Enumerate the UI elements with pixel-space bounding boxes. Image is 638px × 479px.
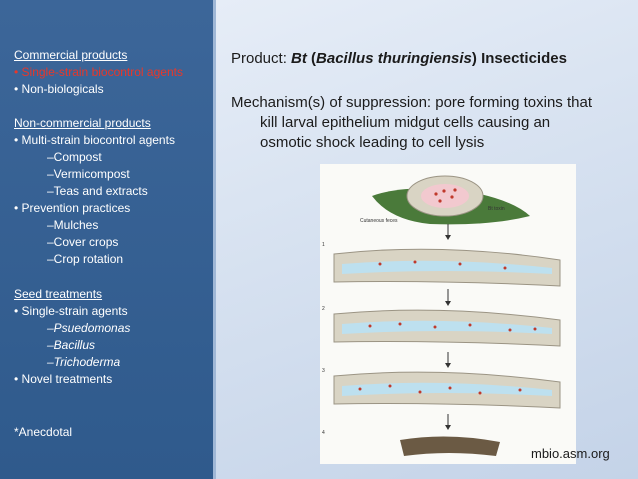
step-4-label: 4 bbox=[322, 430, 325, 436]
product-label: Product: bbox=[231, 50, 292, 67]
larva-infection-diagram: Bt toxin Cutaneous feces bbox=[320, 164, 576, 464]
mechanism-line-2: kill larval epithelium midgut cells caus… bbox=[260, 114, 551, 131]
product-paren: ( bbox=[306, 50, 317, 67]
feces-label: Cutaneous feces bbox=[360, 218, 398, 224]
vermicompost-item: –Vermicompost bbox=[47, 167, 130, 181]
mulches-item: –Mulches bbox=[47, 218, 99, 232]
seed-treatments-heading[interactable]: Seed treatments bbox=[14, 287, 103, 301]
bacillus-item: –Bacillus bbox=[47, 338, 96, 352]
novel-treatments-item: • Novel treatments bbox=[14, 372, 113, 386]
larva-stage-2 bbox=[333, 309, 561, 347]
cover-crops-item: –Cover crops bbox=[47, 235, 119, 249]
larva-stage-1 bbox=[333, 248, 561, 287]
teas-extracts-item: –Teas and extracts bbox=[47, 184, 148, 198]
multi-strain-item: • Multi-strain biocontrol agents bbox=[14, 133, 175, 147]
non-biologicals-item: • Non-biologicals bbox=[14, 82, 104, 96]
mechanism-line-1: Mechanism(s) of suppression: pore formin… bbox=[231, 94, 592, 111]
mechanism-line-3: osmotic shock leading to cell lysis bbox=[260, 134, 485, 151]
product-rest: ) Insecticides bbox=[471, 50, 567, 67]
step-3-label: 3 bbox=[322, 368, 325, 374]
sidebar-divider bbox=[213, 0, 216, 479]
sidebar-panel bbox=[0, 0, 213, 479]
product-name: Bt (Bacillus thuringiensis) Insecticides bbox=[291, 50, 567, 67]
step-2-label: 2 bbox=[322, 306, 325, 312]
source-credit: mbio.asm.org bbox=[531, 446, 610, 461]
trichoderma-item: –Trichoderma bbox=[47, 355, 121, 369]
dead-larva bbox=[400, 436, 500, 456]
non-commercial-products-heading[interactable]: Non-commercial products bbox=[14, 116, 151, 130]
larva-top-gut bbox=[421, 184, 469, 208]
larva-diagram-svg: Bt toxin Cutaneous feces bbox=[322, 175, 561, 456]
larva-stage-3 bbox=[333, 371, 561, 409]
commercial-products-heading[interactable]: Commercial products bbox=[14, 48, 128, 62]
single-strain-biocontrol-item: • Single-strain biocontrol agents bbox=[14, 65, 183, 79]
bt-toxin-label: Bt toxin bbox=[488, 206, 505, 212]
product-title: Product: Bt (Bacillus thuringiensis) Ins… bbox=[231, 50, 567, 67]
species-text: Bacillus thuringiensis bbox=[316, 50, 472, 67]
step-1-label: 1 bbox=[322, 242, 325, 248]
anecdotal-footnote: *Anecdotal bbox=[14, 425, 73, 439]
single-strain-agents-item: • Single-strain agents bbox=[14, 304, 128, 318]
pseudomonas-item: –Psuedomonas bbox=[47, 321, 131, 335]
bt-text: Bt bbox=[291, 50, 307, 67]
compost-item: –Compost bbox=[47, 150, 102, 164]
prevention-practices-item: • Prevention practices bbox=[14, 201, 131, 215]
crop-rotation-item: –Crop rotation bbox=[47, 252, 124, 266]
